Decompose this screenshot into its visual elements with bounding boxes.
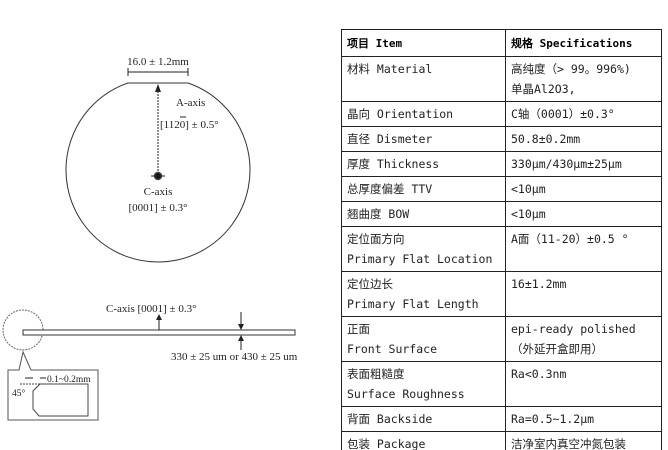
spec-cell-text: （外延开盒即用）: [511, 342, 603, 356]
spec-cell: 16±1.2mm: [505, 271, 662, 317]
spec-cell: 50.8±0.2mm: [505, 126, 662, 152]
spec-cell-text: C轴（0001）±0.3°: [511, 107, 615, 121]
table-row: 背面 Backside Ra=0.5~1.2μm: [341, 406, 662, 432]
spec-cell-text: <10μm: [511, 207, 546, 221]
item-cell-text: Primary Flat Length: [347, 297, 479, 311]
item-cell-text: 定位边长: [347, 277, 393, 291]
edge-chamfer-label: 0.1~0.2mm: [47, 375, 91, 385]
item-cell: 包装 Package: [341, 431, 506, 450]
table-row: 表面粗糙度 Surface Roughness Ra<0.3nm: [341, 361, 662, 407]
item-cell-text: Surface Roughness: [347, 387, 465, 401]
table-row: 厚度 Thickness 330μm/430μm±25μm: [341, 151, 662, 177]
side-c-axis-label: C-axis [0001] ± 0.3°: [106, 303, 196, 315]
spec-cell: 330μm/430μm±25μm: [505, 151, 662, 177]
a-axis-label: A-axis: [176, 97, 205, 109]
item-cell-text: 包装 Package: [347, 437, 426, 450]
item-cell-text: 晶向 Orientation: [347, 107, 454, 121]
spec-cell-text: 单晶Al2O3,: [511, 82, 576, 96]
table-row: 翘曲度 BOW <10μm: [341, 201, 662, 227]
item-cell-text: 正面: [347, 322, 370, 336]
spec-table: 项目 Item 规格 Specifications 材料 Material 高纯度…: [341, 29, 662, 450]
spec-cell-text: 50.8±0.2mm: [511, 132, 581, 146]
table-row: 包装 Package 洁净室内真空冲氮包装: [341, 431, 662, 450]
edge-detail-box: [7, 350, 99, 421]
c-axis-label: C-axis: [144, 186, 173, 198]
spec-cell-text: 330μm/430μm±25μm: [511, 157, 622, 171]
item-cell: 直径 Dismeter: [341, 126, 506, 152]
table-row: 正面 Front Surface epi-ready polished （外延开盒即用…: [341, 316, 662, 362]
spec-cell-text: 高纯度（> 99。996%): [511, 62, 631, 76]
spec-cell-text: <10μm: [511, 182, 546, 196]
spec-cell-text: 洁净室内真空冲氮包装: [511, 437, 626, 450]
table-header-row: 项目 Item 规格 Specifications: [341, 29, 662, 57]
spec-cell: <10μm: [505, 176, 662, 202]
item-cell: 材料 Material: [341, 56, 506, 102]
item-cell-text: 定位面方向: [347, 232, 405, 246]
spec-cell: 高纯度（> 99。996%) 单晶Al2O3,: [505, 56, 662, 102]
spec-cell-text: 16±1.2mm: [511, 277, 567, 291]
spec-cell: <10μm: [505, 201, 662, 227]
item-cell-text: Front Surface: [347, 342, 438, 356]
flat-length-label: 16.0 ± 1.2mm: [127, 56, 189, 68]
table-row: 总厚度偏差 TTV <10μm: [341, 176, 662, 202]
item-cell-text: 翘曲度 BOW: [347, 207, 410, 221]
c-axis-index: [0001] ± 0.3°: [128, 202, 187, 214]
item-cell: 厚度 Thickness: [341, 151, 506, 177]
chamfer-angle-label: 45°: [12, 388, 26, 399]
item-cell-text: Primary Flat Location: [347, 252, 493, 266]
wafer-outline: [65, 82, 251, 263]
item-cell: 背面 Backside: [341, 406, 506, 432]
spec-cell-text: Ra<0.3nm: [511, 367, 567, 381]
item-cell: 晶向 Orientation: [341, 101, 506, 127]
item-cell-text: 总厚度偏差 TTV: [347, 182, 433, 196]
table-row: 材料 Material 高纯度（> 99。996%) 单晶Al2O3,: [341, 56, 662, 102]
table-row: 定位面方向 Primary Flat Location A面（11-20）±0.5 …: [341, 226, 662, 272]
item-cell-text: 厚度 Thickness: [347, 157, 440, 171]
item-cell: 表面粗糙度 Surface Roughness: [341, 361, 506, 407]
item-cell: 定位边长 Primary Flat Length: [341, 271, 506, 317]
item-cell-text: 材料 Material: [347, 62, 433, 76]
spec-cell-text: epi-ready polished: [511, 322, 636, 336]
wafer-diagram: 16.0 ± 1.2mm A-axis [1120] ± 0.5° C-axis…: [2, 56, 298, 421]
spec-cell: epi-ready polished （外延开盒即用）: [505, 316, 662, 362]
spec-cell: C轴（0001）±0.3°: [505, 101, 662, 127]
spec-cell: 洁净室内真空冲氮包装: [505, 431, 662, 450]
table-row: 晶向 Orientation C轴（0001）±0.3°: [341, 101, 662, 127]
item-cell-text: 直径 Dismeter: [347, 132, 433, 146]
item-cell: 定位面方向 Primary Flat Location: [341, 226, 506, 272]
item-cell: 翘曲度 BOW: [341, 201, 506, 227]
wafer-side-view: [22, 329, 296, 336]
item-cell-text: 背面 Backside: [347, 412, 433, 426]
item-header: 项目 Item: [341, 29, 506, 57]
item-cell-text: 表面粗糙度: [347, 367, 405, 381]
spec-cell: Ra<0.3nm: [505, 361, 662, 407]
item-cell: 正面 Front Surface: [341, 316, 506, 362]
spec-cell-text: A面（11-20）±0.5 °: [511, 232, 629, 246]
a-axis-index: [1120] ± 0.5°: [160, 119, 219, 131]
item-cell: 总厚度偏差 TTV: [341, 176, 506, 202]
spec-cell: Ra=0.5~1.2μm: [505, 406, 662, 432]
table-row: 直径 Dismeter 50.8±0.2mm: [341, 126, 662, 152]
spec-cell: A面（11-20）±0.5 °: [505, 226, 662, 272]
spec-cell-text: Ra=0.5~1.2μm: [511, 412, 595, 426]
thickness-label: 330 ± 25 um or 430 ± 25 um: [171, 351, 298, 363]
spec-header: 规格 Specifications: [505, 29, 662, 57]
table-row: 定位边长 Primary Flat Length 16±1.2mm: [341, 271, 662, 317]
